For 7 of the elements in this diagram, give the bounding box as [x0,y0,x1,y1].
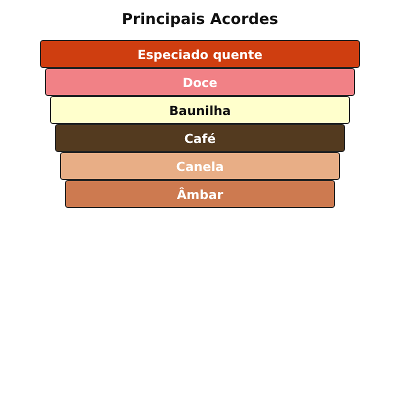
accord-bar: Canela [60,152,340,180]
chart-title: Principais Acordes [120,10,280,28]
accord-bar: Café [55,124,345,152]
accord-bar: Especiado quente [40,40,360,68]
accord-bar: Doce [45,68,355,96]
accord-bar: Âmbar [65,180,335,208]
accord-bar: Baunilha [50,96,350,124]
